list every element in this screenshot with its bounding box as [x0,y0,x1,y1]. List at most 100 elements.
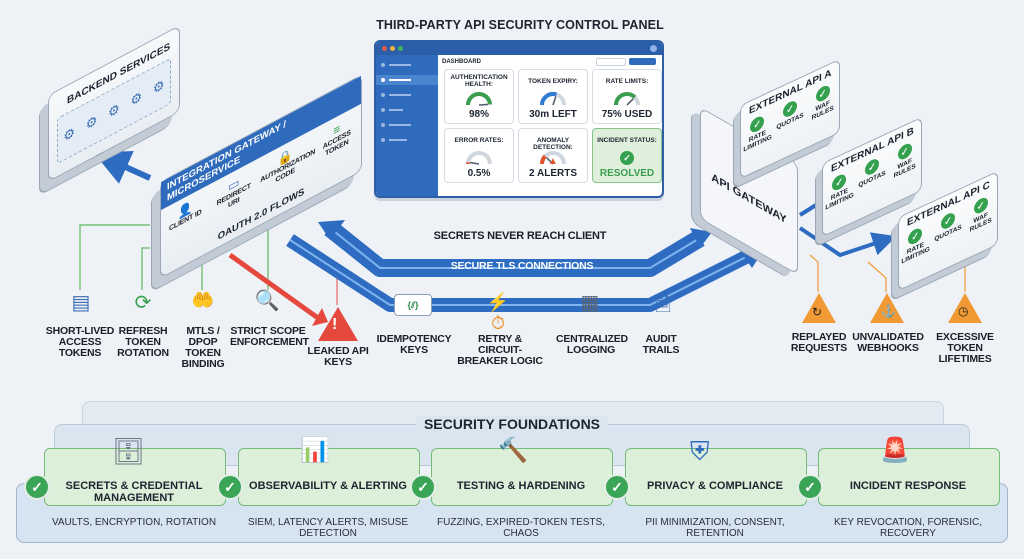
warning-triangle-icon [802,293,836,323]
logs-icon: ▦ [580,292,600,314]
secure-tls-label: SECURE TLS CONNECTIONS [450,260,594,272]
gauge-fill [614,92,637,106]
card-anomaly-detection: ANOMALY DETECTION: ▲ 2 ALERTS [518,128,588,183]
gauge-needle [626,98,634,106]
threat-excessive-token-lifetimes: EXCESSIVE TOKEN LIFETIMES [936,331,994,365]
tls-arrow-left-head [318,220,345,240]
rate-limiting-item: ✓RATE LIMITING [901,223,930,266]
control-panel-title: THIRD-PARTY API SECURITY CONTROL PANEL [376,18,664,32]
sidebar-item-security[interactable] [376,75,438,85]
gauge [540,151,566,165]
gauge [466,151,492,165]
stage-centralized-logging: CENTRALIZED LOGGING [556,333,628,356]
foundation-subtitle: PII MINIMIZATION, CONSENT, RETENTION [645,517,785,539]
card-title: ANOMALY DETECTION: [533,137,573,151]
gauge [466,92,492,106]
pipeline-arrow-head [738,248,765,268]
foundation-title: OBSERVABILITY & ALERTING [249,480,407,492]
sidebar-item[interactable] [376,60,438,70]
foundation-title: PRIVACY & COMPLIANCE [647,480,783,492]
foundation-testing [431,448,613,506]
card-value: 30m LEFT [529,109,577,120]
gauge-fill [540,154,547,165]
sidebar-item[interactable] [376,120,438,130]
card-value: 2 ALERTS [529,168,577,179]
foundation-incident [818,448,1000,506]
minimize-dot-icon[interactable] [390,46,395,51]
check-icon: ✓ [217,474,243,500]
gear-icon: ⚙ [130,88,143,110]
arrow-to-api-c [798,226,897,258]
foundation-secrets [44,448,226,506]
warning-triangle-icon [948,293,982,323]
rate-limiting-item: ✓RATE LIMITING [825,169,854,212]
gauge-needle [469,161,480,165]
check-icon: ✓ [797,474,823,500]
check-icon: ✓ [620,151,634,165]
control-token-binding: mTLS / DPoP TOKEN BINDING [181,325,225,370]
close-dot-icon[interactable] [382,46,387,51]
shield-database-icon: ⛨ [690,436,710,466]
maximize-dot-icon[interactable] [398,46,403,51]
check-icon: ✓ [604,474,630,500]
dashboard-bell-icon: 📊 [300,437,330,464]
dashboard-label: DASHBOARD [442,59,481,65]
control-short-lived-tokens: SHORT-LIVED ACCESS TOKENS [45,325,115,359]
warning-triangle-icon [870,293,904,323]
foundation-title: INCIDENT RESPONSE [849,480,967,492]
circuit-clock-icon: ⚡⏱ [486,292,510,333]
card-title: INCIDENT STATUS: [597,137,657,144]
threat-replayed-requests: REPLAYED REQUESTS [790,331,848,354]
check-icon: ✓ [24,474,50,500]
danger-triangle-icon [318,307,358,341]
gauge-needle [552,96,557,106]
sidebar-item[interactable] [376,90,438,100]
gauge-fill [540,92,558,106]
search-input[interactable] [596,58,626,66]
secrets-never-reach-client: SECRETS NEVER REACH CLIENT [433,230,607,242]
lock-icon [381,78,385,82]
stage-audit-trails: AUDIT TRAILS [642,333,680,356]
sidebar-item[interactable] [376,135,438,145]
action-button[interactable] [629,58,656,65]
gauge-needle [478,103,489,106]
foundation-privacy [625,448,807,506]
card-title: ERROR RATES: [454,137,504,144]
siren-playbook-icon: 🚨 [880,437,910,464]
card-title: TOKEN EXPIRY: [528,78,578,85]
arrow-leaked-keys [228,252,320,321]
card-token-expiry: TOKEN EXPIRY: 30m LEFT [518,69,588,124]
card-value: 75% USED [601,109,653,120]
audit-doc-icon: 🗎 [654,294,672,316]
foundation-title: TESTING & HARDENING [456,480,586,492]
threat-leaked-api-keys: LEAKED API KEYS [307,345,369,368]
gear-icon: ⚙ [85,111,98,134]
control-refresh-rotation: REFRESH TOKEN ROTATION [117,325,169,359]
stage-retry-circuit-breaker: RETRY & CIRCUIT-BREAKER LOGIC [457,333,543,367]
rate-limiting-item: ✓RATE LIMITING [743,111,772,154]
card-value: 0.5% [467,168,491,179]
gauge-needle [546,157,554,165]
foundation-subtitle: VAULTS, ENCRYPTION, ROTATION [51,517,217,528]
gauge [540,92,566,106]
card-value: 98% [468,109,489,120]
check-icon: ✓ [410,474,436,500]
gauge-track [466,151,492,165]
arrow-to-backend [93,150,152,184]
dashboard-window: DASHBOARD AUTHENTICATION HEALTH: 98% TOK… [374,40,664,198]
gauge-fill [466,92,492,106]
vault-lock-icon: 🗄 [112,436,146,466]
card-title: RATE LIMITS: [605,78,649,85]
user-avatar-icon[interactable] [650,45,657,52]
braces-key-icon: {⫽} [394,294,432,316]
card-rate-limits: RATE LIMITS: 75% USED [592,69,662,124]
replay-icon: ↻ [812,305,823,319]
token-card-icon: ▤ [71,292,91,314]
gear-icon: ⚙ [108,99,120,122]
magnifier-chart-icon: 🔍 [254,290,280,312]
sidebar-item[interactable] [376,105,438,115]
foundation-subtitle: SIEM, LATENCY ALERTS, MISUSE DETECTION [247,517,409,539]
hands-check-icon: 🤲 [191,290,215,310]
refresh-lock-icon: ⟳ [134,292,152,314]
